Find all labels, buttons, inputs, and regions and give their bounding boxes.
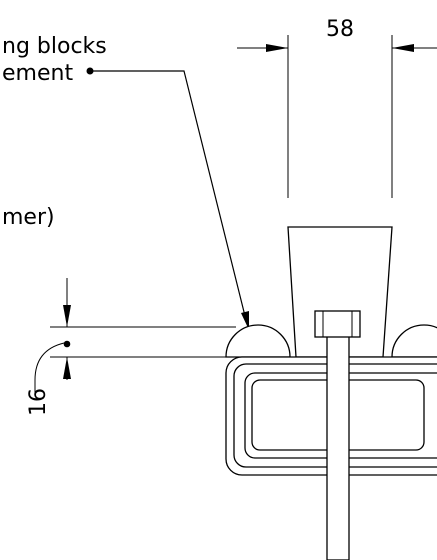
arrowhead-left (266, 44, 288, 52)
height-value: 16 (26, 388, 51, 416)
callout-leader (86, 67, 249, 330)
leader-arrowhead (241, 311, 249, 330)
dimension-leader (34, 342, 65, 395)
bolt-head (314, 310, 361, 338)
callout-label-line3: mer) (2, 205, 55, 230)
arrowhead-right (392, 44, 414, 52)
callout-label-line2: ement (2, 61, 73, 86)
bolt-shaft (326, 335, 350, 560)
arrowhead-down (63, 305, 71, 327)
arrowhead-up (63, 357, 71, 379)
width-value: 58 (326, 17, 354, 42)
hex-nut (314, 310, 361, 338)
right-dome-block (391, 324, 437, 358)
dimension-dot (63, 340, 71, 348)
width-dimension: 58 (237, 17, 437, 198)
callout-label-line1: ng blocks (2, 34, 107, 59)
left-dome-block (225, 324, 291, 358)
height-dimension: 16 (26, 278, 236, 416)
leader-line (90, 70, 247, 321)
